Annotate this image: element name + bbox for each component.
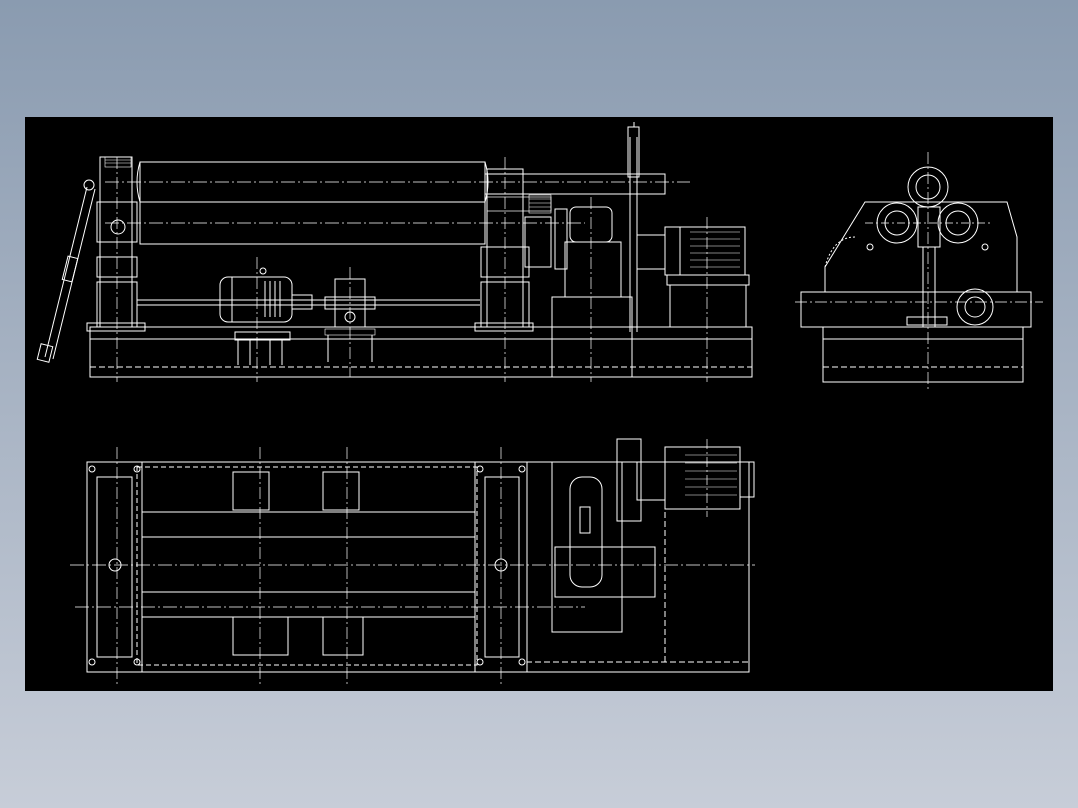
left-screw-link: [36, 179, 96, 363]
middle-motor: [219, 257, 313, 382]
plan-left-housing: [86, 461, 143, 673]
right-foot-plate: [474, 322, 534, 332]
middle-gearbox: [324, 267, 376, 377]
left-foot-plate: [86, 322, 146, 332]
technical-drawing: [36, 122, 1043, 687]
side-elevation-view: [795, 152, 1043, 392]
side-base: [822, 326, 1024, 383]
base-frame: [89, 326, 753, 378]
side-gear: [956, 288, 994, 326]
right-motor: [636, 217, 750, 382]
plan-right-motor: [664, 446, 741, 510]
vertical-post: [627, 122, 640, 332]
front-elevation-view: [36, 122, 753, 382]
drawing-sheet[interactable]: [25, 117, 1053, 691]
upper-roll: [105, 161, 690, 203]
plan-view: [70, 438, 755, 687]
right-reducer: [551, 197, 633, 382]
plan-base-frame: [86, 461, 750, 673]
lower-roll: [105, 201, 585, 245]
side-housing: [824, 201, 1018, 292]
